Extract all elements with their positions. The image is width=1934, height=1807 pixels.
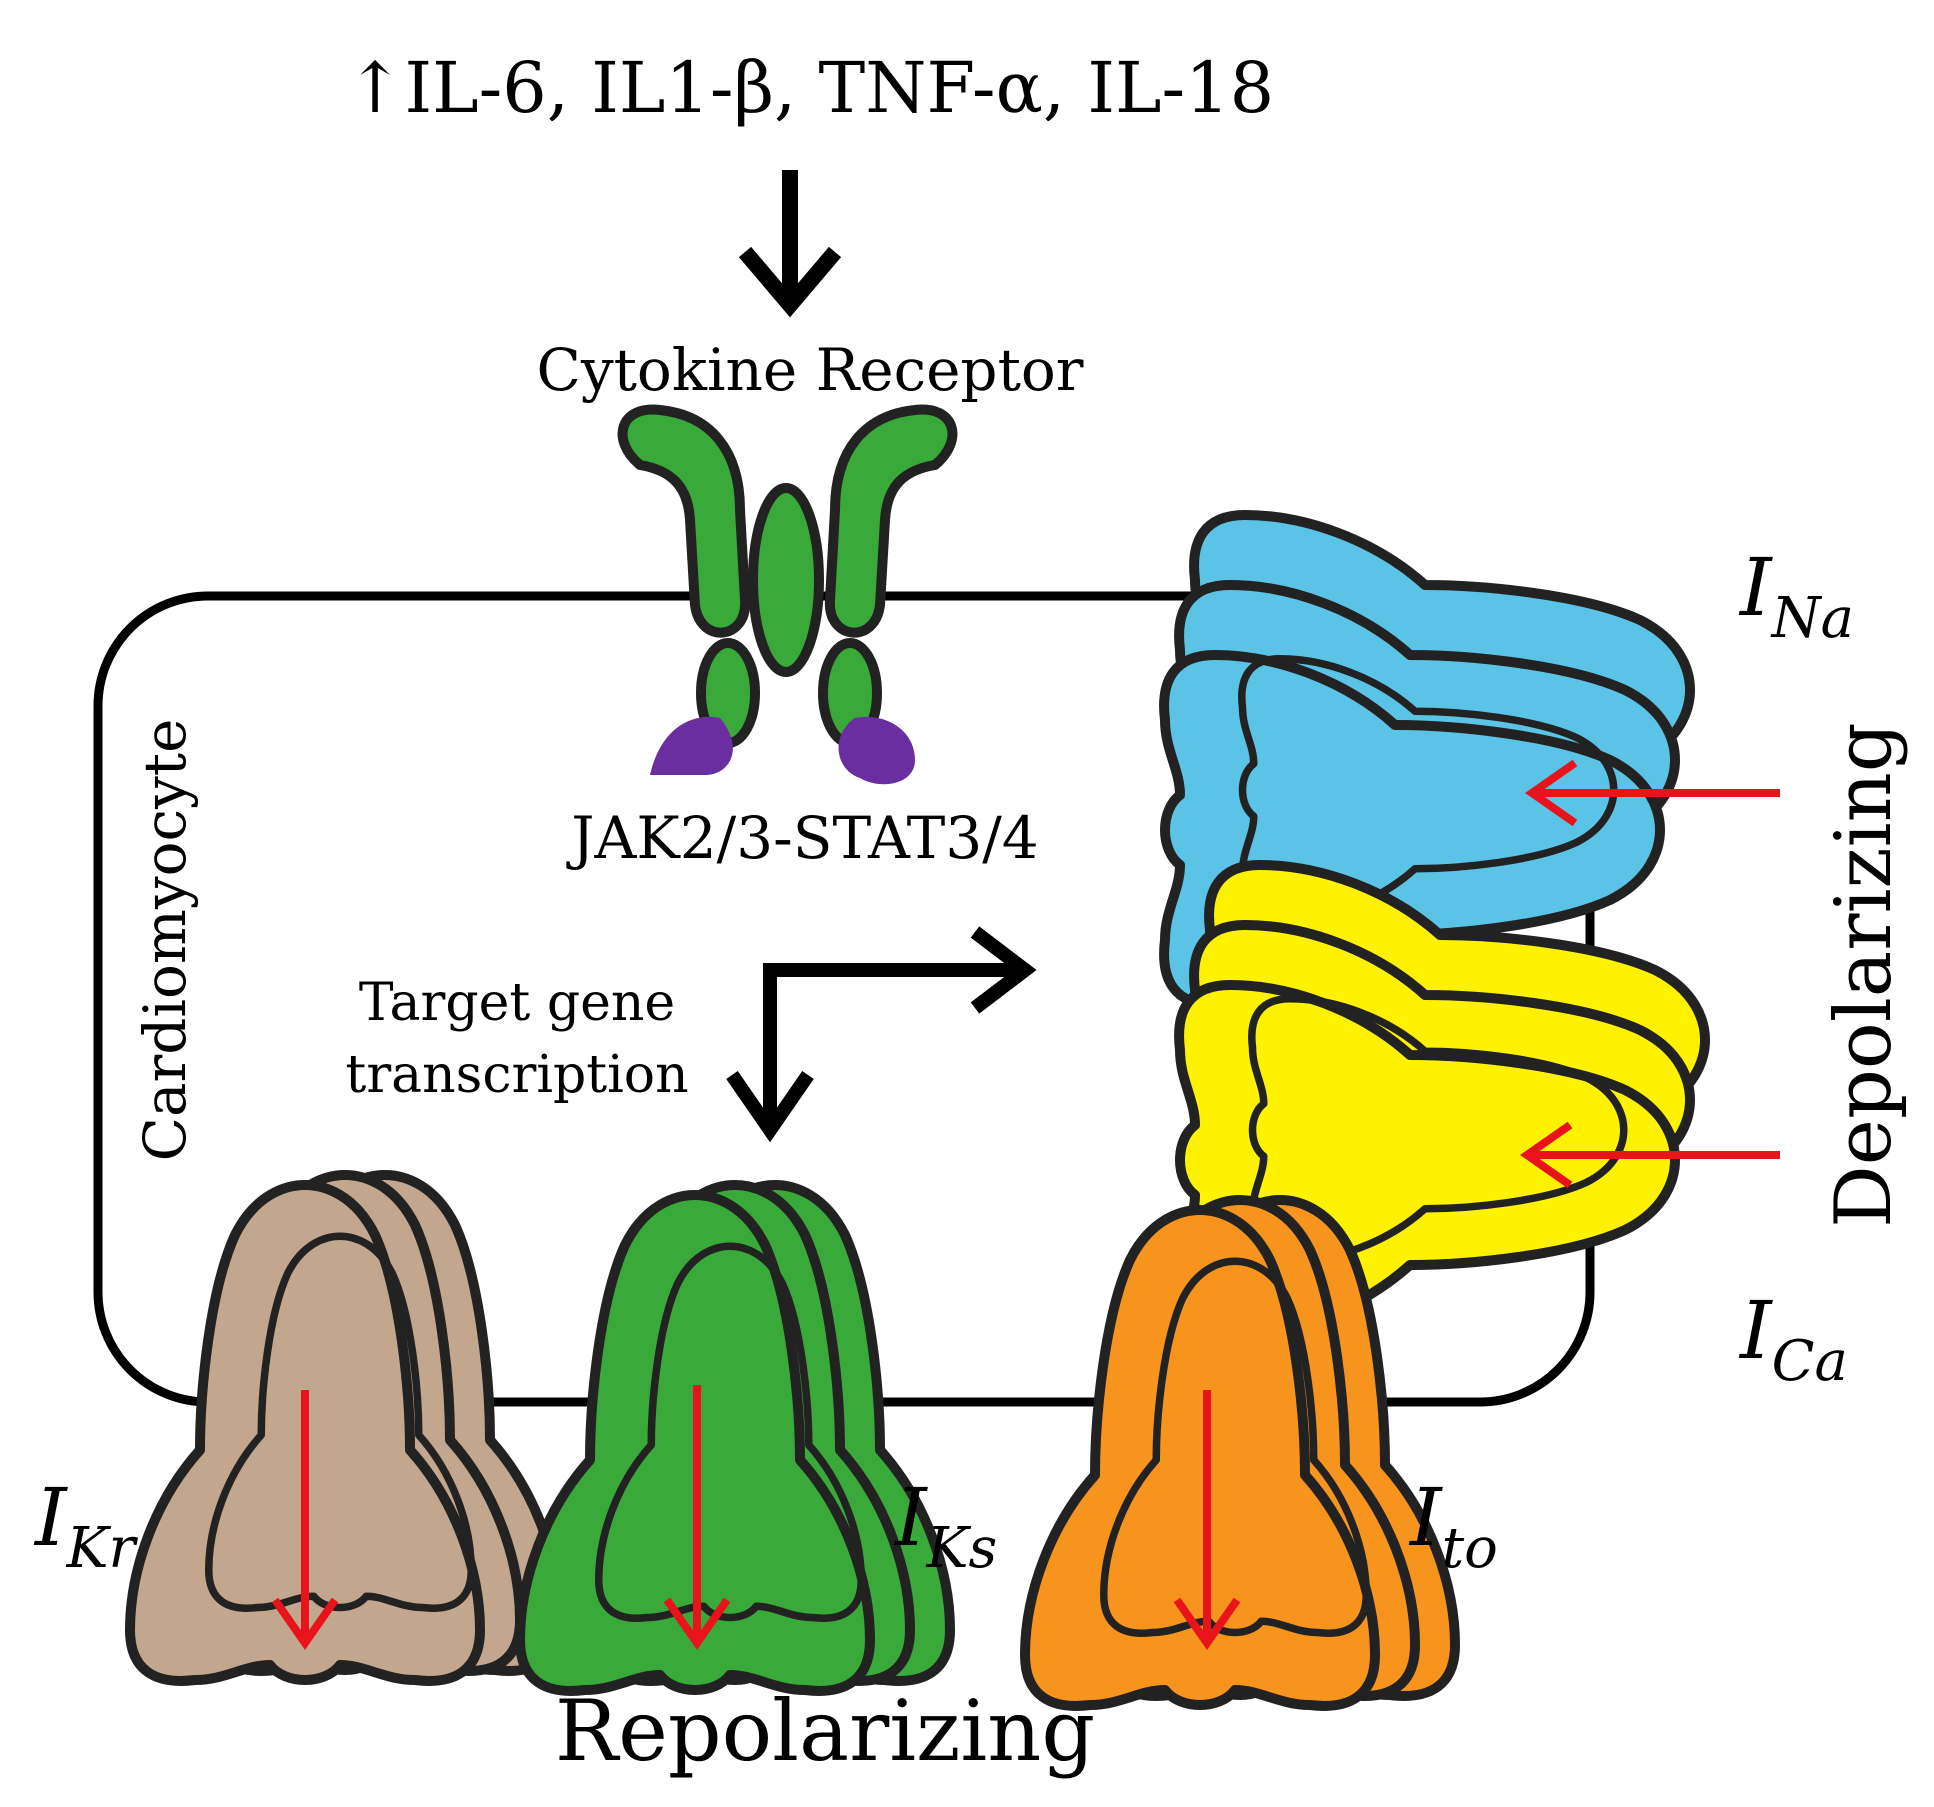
depolarizing-label: Depolarizing xyxy=(1819,722,1909,1227)
receptor-label: Cytokine Receptor xyxy=(536,336,1083,404)
increase-arrow-icon: ↑ xyxy=(346,47,405,129)
jak-left-blob xyxy=(650,716,733,775)
cytokine-receptor xyxy=(617,404,958,785)
sodium-current-arrow-icon xyxy=(1525,759,1780,827)
ina-label: INa xyxy=(1738,541,1854,651)
ito-current-arrow-icon xyxy=(1173,1390,1241,1650)
ikr-label: IKr xyxy=(33,1471,138,1581)
iks-label: IKs xyxy=(893,1471,997,1581)
stimulus-arrow-icon xyxy=(738,170,842,318)
ica-label: ICa xyxy=(1738,1284,1848,1394)
cytokine-list: IL-6, IL1-β, TNF-α, IL-18 xyxy=(404,47,1274,129)
cytokine-stimulus-label: ↑IL-6, IL1-β, TNF-α, IL-18 xyxy=(346,47,1274,129)
transcription-label-line2: transcription xyxy=(345,1045,688,1105)
jak-right-blob xyxy=(838,716,915,785)
receptor-left-arm xyxy=(617,404,751,638)
receptor-right-arm xyxy=(824,404,958,638)
ito-label: Ito xyxy=(1408,1471,1498,1581)
iks-channel xyxy=(520,1185,950,1691)
iks-current-arrow-icon xyxy=(663,1385,731,1650)
cell-label: Cardiomyocyte xyxy=(131,719,199,1162)
receptor-center-domain xyxy=(748,483,824,677)
ikr-current-arrow-icon xyxy=(271,1390,339,1650)
transcription-arrow-icon xyxy=(726,926,1037,1143)
repolarizing-label: Repolarizing xyxy=(555,1682,1095,1780)
jak-stat-label: JAK2/3-STAT3/4 xyxy=(566,804,1038,872)
transcription-label-line1: Target gene xyxy=(359,973,675,1033)
calcium-current-arrow-icon xyxy=(1520,1121,1780,1189)
ikr-channel xyxy=(130,1175,560,1681)
